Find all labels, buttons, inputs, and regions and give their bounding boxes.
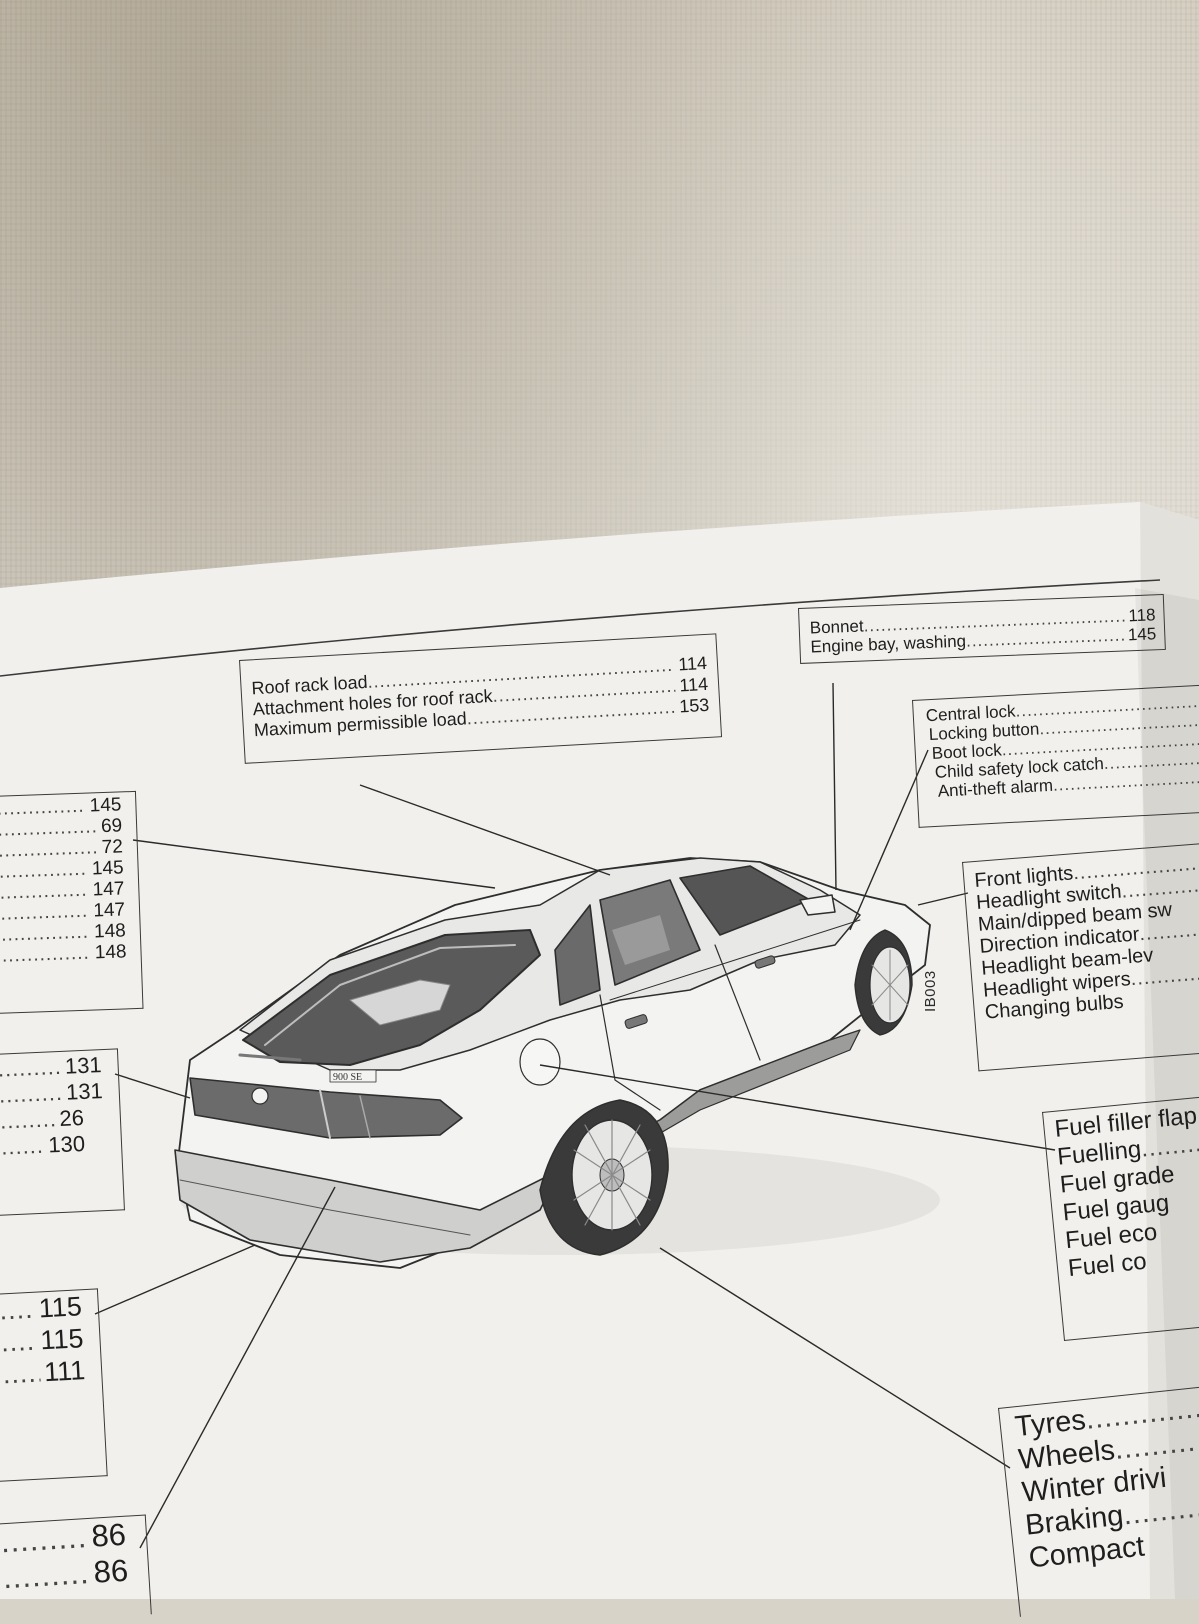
- index-entry: 111: [0, 1354, 86, 1391]
- index-entry: 130: [0, 1130, 106, 1161]
- fuel-box: Fuel filler flap Fuelling Fuel grade Fue…: [1042, 1092, 1199, 1341]
- lights-box: Front lights Headlight switch Main/dippe…: [962, 841, 1199, 1072]
- index-entry: 86: [0, 1553, 130, 1597]
- left-box-1: 145 69 72 145 147 147 148 148: [0, 790, 144, 1014]
- locks-box: Central lock Locking button Boot lock Ch…: [912, 684, 1199, 828]
- left-box-4: 86 86: [0, 1514, 152, 1624]
- index-entry: 115: [0, 1290, 83, 1327]
- model-badge: 900 SE: [333, 1072, 362, 1083]
- car-illustration: 900 SE: [174, 857, 940, 1269]
- illustration-code: IB003: [922, 970, 939, 1012]
- index-entry: 131: [0, 1078, 103, 1109]
- index-entry: 115: [0, 1322, 85, 1359]
- index-entry: 148: [0, 941, 126, 967]
- leader-lines: [94, 682, 1056, 1549]
- left-box-3: 115 115 111: [0, 1288, 108, 1482]
- left-box-2: 131 131 26 130: [0, 1048, 125, 1216]
- tyres-box: Tyres Wheels Winter drivi Braking Compac…: [998, 1385, 1199, 1617]
